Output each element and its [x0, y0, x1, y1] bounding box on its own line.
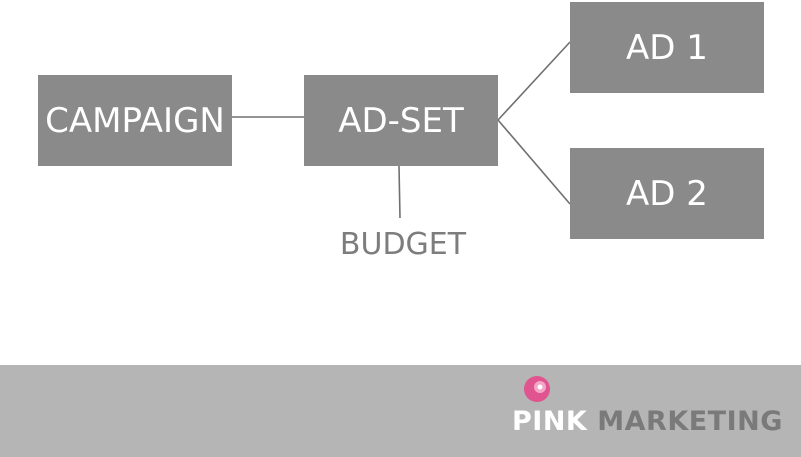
node-ad-2-label: AD 2	[626, 173, 708, 214]
node-campaign-label: CAMPAIGN	[45, 100, 225, 141]
pink-circle-logo-icon	[524, 376, 550, 402]
node-ad-2: AD 2	[570, 148, 764, 239]
footer-bar	[0, 365, 801, 457]
node-ad-1: AD 1	[570, 2, 764, 93]
connector-adset-ad1	[497, 41, 571, 121]
node-campaign: CAMPAIGN	[38, 75, 232, 166]
node-ad-1-label: AD 1	[626, 27, 708, 68]
budget-annotation: BUDGET	[339, 226, 467, 262]
logo-wordmark: PINK MARKETING	[512, 406, 783, 437]
connector-adset-ad2	[497, 119, 571, 205]
pink-marketing-logo: PINK MARKETING	[508, 374, 793, 444]
node-ad-set-label: AD-SET	[338, 100, 464, 141]
logo-word-marketing: MARKETING	[597, 406, 783, 437]
logo-word-pink: PINK	[512, 406, 588, 437]
node-ad-set: AD-SET	[304, 75, 498, 166]
connector-adset-budget	[398, 165, 401, 219]
